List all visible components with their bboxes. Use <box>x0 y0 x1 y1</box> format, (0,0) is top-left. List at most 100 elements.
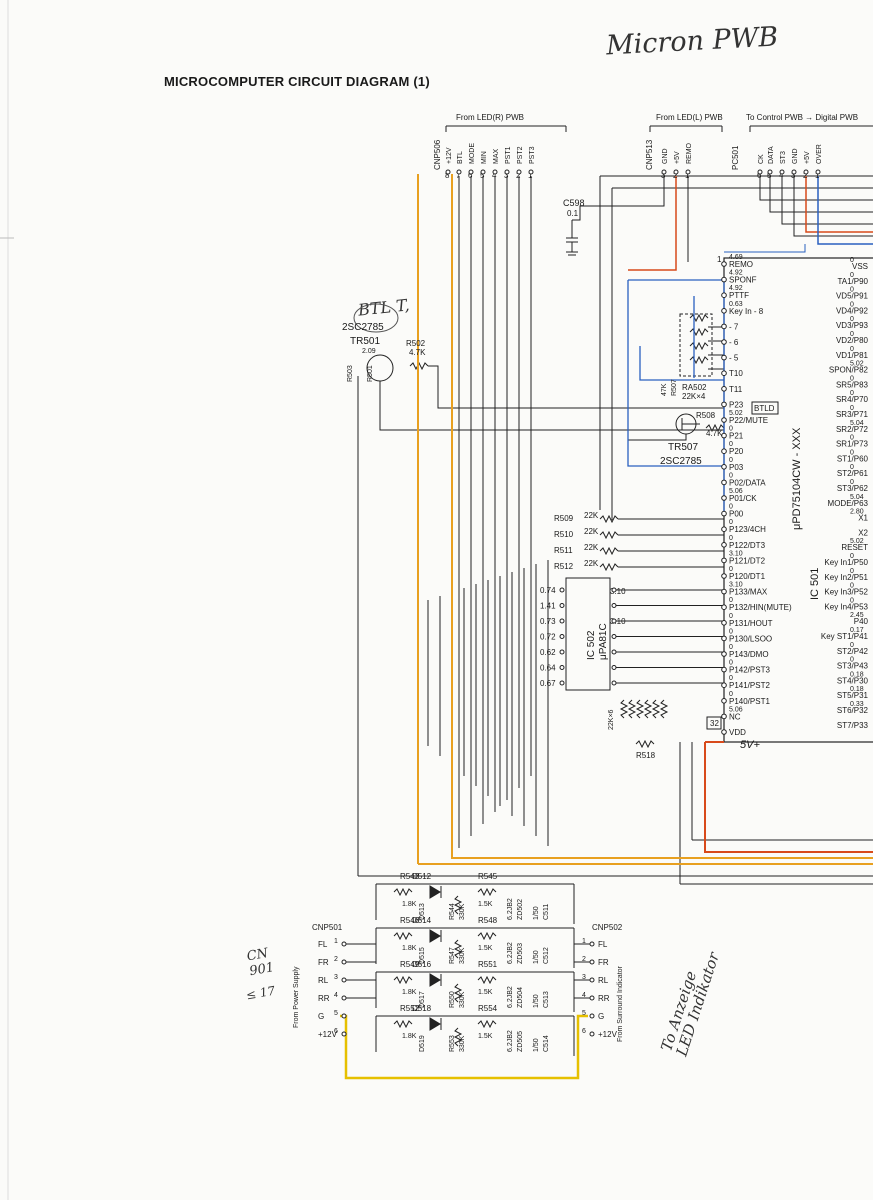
ic502-left-volt: 0.62 <box>540 648 556 657</box>
r508-res <box>705 423 725 433</box>
ic502-pin <box>611 618 617 624</box>
cnp502-terminal <box>589 977 595 983</box>
ic501-right-pin: SR3/P71 <box>836 410 869 419</box>
ic501-right-volt: 5.02 <box>850 361 864 368</box>
r5xx-label: R510 <box>554 530 574 539</box>
cnp502-pin: 5 <box>582 1010 586 1017</box>
ic501-right-volt: 2.80 <box>850 509 864 516</box>
surround-zener: ZD503 <box>517 943 524 964</box>
ic501-right-pin: Key In3/P52 <box>824 588 868 597</box>
ic501-pin-voltage: 4.92 <box>729 270 743 277</box>
ic501-pin-voltage: 0 <box>729 613 733 620</box>
ic501-left-pin <box>721 276 727 283</box>
ic501-pin-voltage: 0.63 <box>729 301 743 308</box>
pc501-label: PC501 <box>731 145 740 170</box>
cnp502-terminal <box>589 1031 595 1037</box>
ic501-left-pin <box>721 666 727 673</box>
ic501-left-pin <box>721 292 727 299</box>
cnp502-signal: FL <box>598 940 608 949</box>
r5xx-label: R512 <box>554 562 574 571</box>
ic501-pin-name: SPONF <box>729 276 757 285</box>
ic501-left-pin <box>721 729 727 735</box>
ic501-pin-voltage: 0 <box>729 472 733 479</box>
ic502-pin <box>611 680 617 686</box>
pc501-terminal <box>791 169 797 175</box>
surround-rl-val: 1.8K <box>402 989 417 996</box>
ic501-left-pin <box>721 464 727 470</box>
ic501-pin-name: P02/DATA <box>729 478 766 487</box>
ic501-right-pin: ST5/P31 <box>837 691 869 700</box>
ic501-pin-name: - 6 <box>729 338 739 347</box>
surround-rmid-val: 330K <box>459 991 466 1008</box>
blue-line-1 <box>627 280 724 467</box>
cnp501-label: CNP501 <box>312 923 343 932</box>
wire <box>428 365 724 409</box>
ic501-left-pin <box>721 432 727 439</box>
ic502-pin <box>611 665 617 670</box>
ic501-left-pin <box>721 354 727 361</box>
r503-label: R503 <box>347 365 354 382</box>
r502-label: R502 <box>406 339 426 348</box>
ic501-right-pin: VD2/P80 <box>836 336 869 345</box>
cnp513-pin: 2 <box>673 171 678 180</box>
blue-line-6 <box>724 244 806 253</box>
ic502-pin <box>559 603 565 608</box>
ic501-right-pin: VD5/P91 <box>836 292 869 301</box>
ra502-res <box>689 327 709 337</box>
pc501-pin: 4 <box>779 171 784 180</box>
rnet-res <box>635 699 645 719</box>
ic501-pin-name: P03 <box>729 463 744 472</box>
surround-zener: ZD504 <box>517 987 524 1008</box>
cnp502-pin: 4 <box>582 992 586 999</box>
rnet-label: 22K×6 <box>608 709 615 730</box>
surround-rl-val: 1.8K <box>402 945 417 952</box>
cnp513-signal: +5V <box>674 151 681 164</box>
ic502-pin <box>611 587 617 593</box>
cnp502-signal: FR <box>598 958 609 967</box>
ic501-pin-voltage: 0 <box>729 535 733 542</box>
r5xx-res <box>599 530 619 540</box>
ic502-pin <box>611 603 617 608</box>
btld-label: BTLD <box>754 404 775 413</box>
c598-label: C598 <box>563 198 585 208</box>
ic501-left-pin <box>721 370 727 377</box>
cnp502-signal: +12V <box>598 1030 618 1039</box>
ic502-left-volt: 0.74 <box>540 586 556 595</box>
cnp506-signal: PST1 <box>505 146 512 164</box>
ic501-right-volt: 0 <box>850 301 854 308</box>
pc501-signal: ST3 <box>780 151 787 164</box>
r5xx-value: 22K <box>584 543 599 552</box>
surround-rr: R551 <box>478 960 498 969</box>
cnp506-terminal <box>468 169 474 175</box>
pc501-terminal <box>815 169 821 175</box>
ic501-right-pin: SPON/P82 <box>829 366 869 375</box>
rnet-res <box>619 699 629 719</box>
pc501-terminal <box>779 169 785 175</box>
surround-rmid-val: 330K <box>459 1035 466 1052</box>
ic501-pin-voltage: 5.06 <box>729 488 743 495</box>
ic502-right-volt: 3.10 <box>610 617 626 626</box>
ic501-right-pin: MODE/P63 <box>828 499 869 508</box>
surround-zener: ZD502 <box>517 899 524 920</box>
surround-res-mid <box>453 939 463 959</box>
ic502-pin <box>559 618 565 624</box>
ic501-right-volt: 5.04 <box>850 494 864 501</box>
surround-res-right <box>477 887 497 897</box>
diode <box>429 1017 441 1031</box>
r508-value: 4.7K <box>706 429 723 438</box>
btl-circle <box>353 303 399 333</box>
cnp506-pin: 2 <box>516 171 521 180</box>
ic501-pin-name: P122/DT3 <box>729 541 766 550</box>
surround-rmid-val: 330K <box>459 903 466 920</box>
wire <box>759 176 873 201</box>
ic501-right-volt: 2.45 <box>850 612 864 619</box>
ra502-res <box>689 313 709 323</box>
ic501-left-pin <box>721 542 727 548</box>
pc501-5v <box>805 176 873 233</box>
cnp506-signal: BTL <box>457 151 464 164</box>
surround-rmid: R553 <box>449 1035 456 1052</box>
surround-cap-val: 1/50 <box>533 950 540 964</box>
surround-zener: ZD505 <box>517 1031 524 1052</box>
ic501-pin-name: P133/MAX <box>729 588 768 597</box>
ic501-right-volt: 5.04 <box>850 420 864 427</box>
